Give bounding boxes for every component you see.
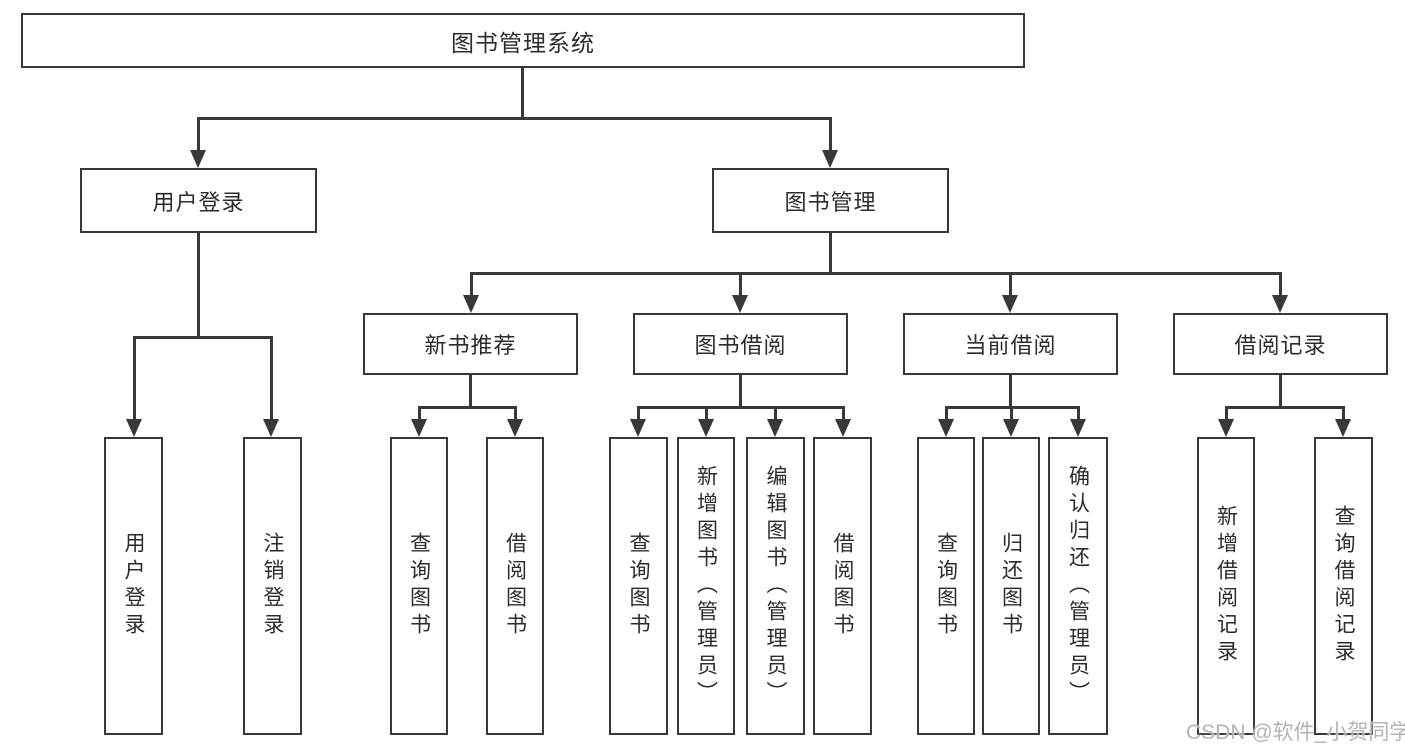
connector-e1-stem	[1225, 406, 1228, 423]
connector-root-bus	[197, 117, 831, 120]
connector-c3-stem	[774, 406, 777, 423]
leaf-confirm-return-admin-label: 确认归还（管理员）	[1066, 464, 1090, 708]
leaf-return-book: 归还图书	[982, 437, 1040, 735]
leaf-add-borrow-record-label: 新增借阅记录	[1214, 505, 1238, 667]
connector-c1-stem	[637, 406, 640, 423]
leaf-query-books-borrow-label: 查询图书	[627, 532, 650, 640]
node-new-book-recommend: 新书推荐	[363, 313, 578, 375]
leaf-borrow-books-label: 借阅图书	[831, 532, 854, 640]
arrowhead-current-icon	[1002, 295, 1018, 313]
arrowhead-leaf-logout-icon	[263, 419, 279, 437]
leaf-confirm-return-admin: 确认归还（管理员）	[1048, 437, 1108, 735]
connector-records-down	[1279, 375, 1282, 409]
connector-user-login-stem	[197, 117, 200, 153]
node-book-management: 图书管理	[712, 168, 949, 233]
node-user-login: 用户登录	[80, 168, 317, 233]
connector-b1-stem	[418, 406, 421, 423]
arrowhead-d3-icon	[1070, 419, 1086, 437]
leaf-borrow-books: 借阅图书	[813, 437, 872, 735]
arrowhead-c3-icon	[767, 419, 783, 437]
node-borrow-records-label: 借阅记录	[1234, 333, 1327, 358]
leaf-user-login-label: 用户登录	[122, 532, 145, 640]
connector-leaf-user-login-stem	[133, 336, 136, 421]
connector-user-login-bus	[133, 336, 272, 339]
leaf-logout: 注销登录	[243, 437, 302, 735]
connector-records-bus	[1225, 406, 1344, 409]
leaf-query-books-borrow: 查询图书	[609, 437, 668, 735]
connector-d2-stem	[1010, 406, 1013, 423]
connector-current-stem	[1009, 272, 1012, 299]
node-user-login-label: 用户登录	[152, 189, 245, 215]
connector-recommend-down	[469, 375, 472, 409]
connector-recommend-bus	[418, 406, 516, 409]
arrowhead-user-login-icon	[190, 150, 206, 168]
connector-recommend-stem	[470, 272, 473, 299]
node-current-borrow-label: 当前借阅	[964, 333, 1057, 358]
arrowhead-c2-icon	[698, 419, 714, 437]
leaf-logout-label: 注销登录	[261, 532, 284, 640]
leaf-query-books-recommend: 查询图书	[390, 437, 448, 735]
connector-current-down	[1009, 375, 1012, 409]
connector-borrow-stem	[739, 272, 742, 299]
connector-leaf-logout-stem	[270, 336, 273, 421]
leaf-query-borrow-record: 查询借阅记录	[1314, 437, 1373, 735]
node-borrow-records: 借阅记录	[1173, 313, 1388, 375]
node-book-borrow-label: 图书借阅	[694, 333, 787, 358]
connector-d1-stem	[945, 406, 948, 423]
leaf-add-borrow-record: 新增借阅记录	[1197, 437, 1255, 735]
leaf-edit-book-admin-label: 编辑图书（管理员）	[764, 464, 787, 708]
connector-records-stem	[1279, 272, 1282, 299]
csdn-watermark: CSDN @软件_小贺同学	[1186, 721, 1405, 744]
arrowhead-c4-icon	[835, 419, 851, 437]
connector-b2-stem	[514, 406, 517, 423]
connector-root-stem	[521, 68, 524, 119]
arrowhead-e1-icon	[1218, 419, 1234, 437]
connector-c4-stem	[842, 406, 845, 423]
connector-book-mgmt-bus	[470, 272, 1281, 275]
connector-c2-stem	[705, 406, 708, 423]
node-root-label: 图书管理系统	[451, 29, 595, 56]
arrowhead-c1-icon	[630, 419, 646, 437]
leaf-query-books-recommend-label: 查询图书	[407, 532, 431, 640]
arrowhead-e2-icon	[1335, 419, 1351, 437]
connector-book-mgmt-down	[829, 233, 832, 275]
arrowhead-b2-icon	[507, 419, 523, 437]
arrowhead-borrow-icon	[732, 295, 748, 313]
leaf-add-book-admin: 新增图书（管理员）	[677, 437, 735, 735]
leaf-borrow-books-recommend-label: 借阅图书	[503, 532, 527, 640]
node-book-management-label: 图书管理	[784, 189, 877, 215]
connector-book-mgmt-stem	[829, 117, 832, 153]
leaf-borrow-books-recommend: 借阅图书	[486, 437, 544, 735]
leaf-add-book-admin-label: 新增图书（管理员）	[694, 464, 718, 708]
leaf-edit-book-admin: 编辑图书（管理员）	[746, 437, 805, 735]
node-current-borrow: 当前借阅	[903, 313, 1118, 375]
node-root: 图书管理系统	[21, 13, 1025, 68]
leaf-query-borrow-record-label: 查询借阅记录	[1332, 505, 1355, 667]
leaf-user-login: 用户登录	[104, 437, 163, 735]
arrowhead-b1-icon	[411, 419, 427, 437]
connector-e2-stem	[1342, 406, 1345, 423]
connector-user-login-down	[197, 233, 200, 339]
arrowhead-leaf-user-login-icon	[126, 419, 142, 437]
arrowhead-d2-icon	[1003, 419, 1019, 437]
arrowhead-recommend-icon	[463, 295, 479, 313]
arrowhead-book-mgmt-icon	[822, 150, 838, 168]
leaf-query-books-current: 查询图书	[917, 437, 975, 735]
arrowhead-records-icon	[1272, 295, 1288, 313]
leaf-return-book-label: 归还图书	[999, 532, 1023, 640]
connector-d3-stem	[1077, 406, 1080, 423]
node-book-borrow: 图书借阅	[633, 313, 848, 375]
node-new-book-recommend-label: 新书推荐	[424, 333, 517, 358]
arrowhead-d1-icon	[938, 419, 954, 437]
leaf-query-books-current-label: 查询图书	[934, 532, 958, 640]
connector-borrow-down	[739, 375, 742, 409]
connector-borrow-bus	[637, 406, 843, 409]
